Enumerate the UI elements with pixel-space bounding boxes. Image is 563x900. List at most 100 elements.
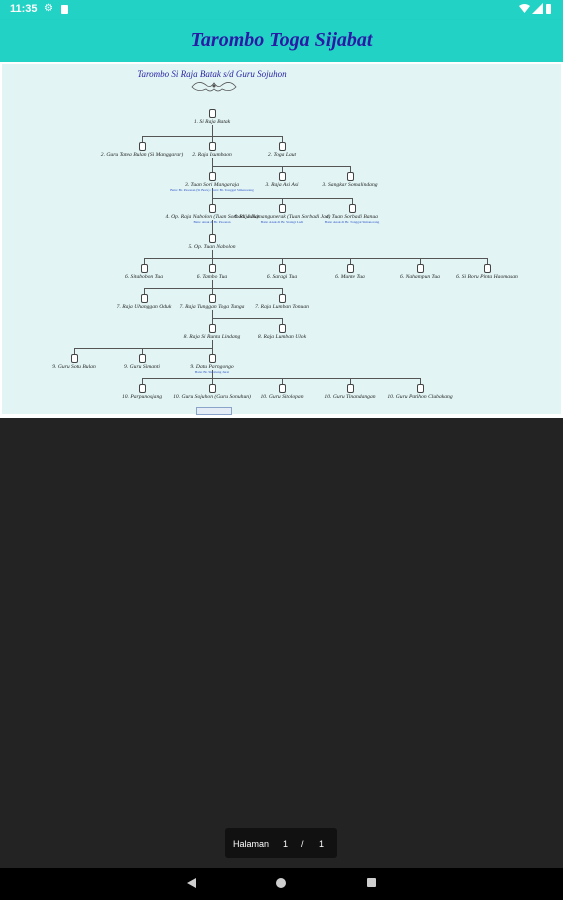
tree-connector <box>144 288 282 289</box>
tree-node-label: 6. Tambo Tua <box>196 274 228 280</box>
tree-connector <box>282 378 283 384</box>
tree-node-label: 6. Nahampun Tua <box>400 274 440 280</box>
tree-node: 9. Guru Simanti <box>87 354 197 370</box>
person-icon <box>278 264 286 273</box>
person-icon <box>208 354 216 363</box>
document-page[interactable]: Tarombo Si Raja Batak s/d Guru Sojuhon 1… <box>0 62 563 418</box>
tree-connector <box>282 318 283 324</box>
pager-current: 1 <box>283 839 289 849</box>
pager-total: 1 <box>319 839 325 849</box>
page-indicator: Halaman 1 / 1 <box>225 828 337 858</box>
tree-node: 3. Raja Asi Asi <box>227 172 337 188</box>
tree-connector <box>212 318 282 319</box>
home-icon[interactable] <box>276 878 286 888</box>
person-icon <box>208 109 216 118</box>
tree-node-label: 3. Sangkar Somalindang <box>322 182 378 188</box>
tree-node-label: 2. Guru Tatea Bulan (Si Manggarar) <box>100 152 184 158</box>
tree-node: 4. Op. Raja Nabolon (Tuan Sorbadi Julu)B… <box>157 204 267 224</box>
tree-connector <box>144 288 145 294</box>
tree-connector <box>350 258 351 264</box>
person-icon <box>278 142 286 151</box>
tree-connector <box>282 166 283 172</box>
person-icon <box>208 172 216 181</box>
tree-node: 10. Guru Sojuhon (Guru Sonuhun) <box>157 384 267 400</box>
person-icon <box>346 384 354 393</box>
person-icon <box>208 264 216 273</box>
tree-connector <box>212 310 213 318</box>
tree-node: 5. Op. Tuan Nabolon <box>157 234 267 250</box>
tree-node-label: 6. Si Boru Pinta Haomasan <box>456 274 518 280</box>
tree-connector <box>212 166 213 172</box>
tree-node: 7. Raja Uhanggan Oduk <box>89 294 199 310</box>
tree-node-label: 6. Saragi Tua <box>266 274 298 280</box>
back-icon[interactable] <box>187 878 196 888</box>
battery-icon <box>546 4 551 14</box>
person-icon <box>208 142 216 151</box>
tree-node-note: Batu: Anak di Br. Stalagi Ladi <box>260 220 304 224</box>
tree-node-label: 6. Munte Tua <box>335 274 365 280</box>
tree-node-note: Batu: Anak di Br. Tonggal Simanorang <box>324 220 380 224</box>
tree-node: 7. Raja Lumban Tonuan <box>227 294 337 310</box>
tree-connector <box>144 258 145 264</box>
recents-icon[interactable] <box>367 878 376 887</box>
tree-connector <box>282 288 283 294</box>
app-title: Tarombo Toga Sijabat <box>190 29 373 51</box>
tree-node-note: Batu: Anak di Br. Pasonan <box>193 220 231 224</box>
tree-connector <box>212 166 350 167</box>
tree-connector <box>74 348 75 354</box>
tree-connector <box>352 198 353 204</box>
person-icon <box>346 264 354 273</box>
tree-node: 10. Parpunosjang <box>87 384 197 400</box>
tree-connector <box>142 378 143 384</box>
tree-node-label: 9. Guru Simanti <box>124 364 160 370</box>
tree-connector <box>212 198 213 204</box>
person-icon <box>70 354 78 363</box>
tree-connector <box>144 258 487 259</box>
tree-node-label: 4. Tuan Sorbadi Banua <box>326 214 378 220</box>
tree-node-label: 3. Tuan Sori Mangaraja <box>184 182 240 188</box>
tree-node-label: 5. Op. Tuan Nabolon <box>188 244 236 250</box>
tree-connector <box>282 258 283 264</box>
tree-connector <box>282 136 283 142</box>
tree-node: 4. Raja Namangunerak (Tuan Sorbadi Jae)B… <box>227 204 337 224</box>
person-icon <box>208 234 216 243</box>
tree-node: 10. Guru Tinandangan <box>295 384 405 400</box>
tree-node: 6. Nahampun Tua <box>365 264 475 280</box>
tree-connector <box>282 198 283 204</box>
person-icon <box>278 324 286 333</box>
tree-node-label: 7. Raja Uhanggan Oduk <box>116 304 172 310</box>
tree-connector <box>212 258 213 264</box>
person-icon <box>416 384 424 393</box>
tree-connector <box>142 136 143 142</box>
status-bar: 11:35 ⚙ <box>0 0 563 20</box>
tree-node: 8. Raja Si Runta Lindang <box>157 324 267 340</box>
tree-connector <box>212 378 213 384</box>
tree-node-label: 3. Raja Asi Asi <box>265 182 299 188</box>
tree-connector <box>212 125 213 136</box>
tree-node: 6. Saragi Tua <box>227 264 337 280</box>
tree-node: 6. Si Boru Pinta Haomasan <box>432 264 542 280</box>
tree-title: Tarombo Si Raja Batak s/d Guru Sojuhon <box>137 69 287 79</box>
person-icon <box>278 384 286 393</box>
tree-node-label: 4. Raja Namangunerak (Tuan Sorbadi Jae) <box>233 214 331 220</box>
settings-icon: ⚙ <box>44 3 53 14</box>
tree-node: 2. Toga Laut <box>227 142 337 158</box>
tree-connector <box>212 340 213 348</box>
pager-label: Halaman <box>233 839 270 849</box>
tree-connector <box>212 288 213 294</box>
tree-connector <box>212 228 213 234</box>
tree-node-note: Batu: Br. Pasonan (Si Boru) / Istri: Br.… <box>170 188 254 192</box>
tree-connector <box>350 378 351 384</box>
wifi-icon <box>519 4 530 13</box>
tree-connector <box>212 250 213 258</box>
tree-node-label: 1. Si Raja Batak <box>193 119 231 125</box>
pager-separator: / <box>301 839 304 849</box>
tree-connector <box>212 220 213 228</box>
person-icon <box>138 384 146 393</box>
tree-connector <box>142 348 143 354</box>
tree-node-label: 10. Guru Sitolopan <box>260 394 304 400</box>
tree-connector <box>212 280 213 288</box>
tree-node-label: 8. Raja Si Runta Lindang <box>183 334 241 340</box>
ornament-icon <box>191 82 237 92</box>
